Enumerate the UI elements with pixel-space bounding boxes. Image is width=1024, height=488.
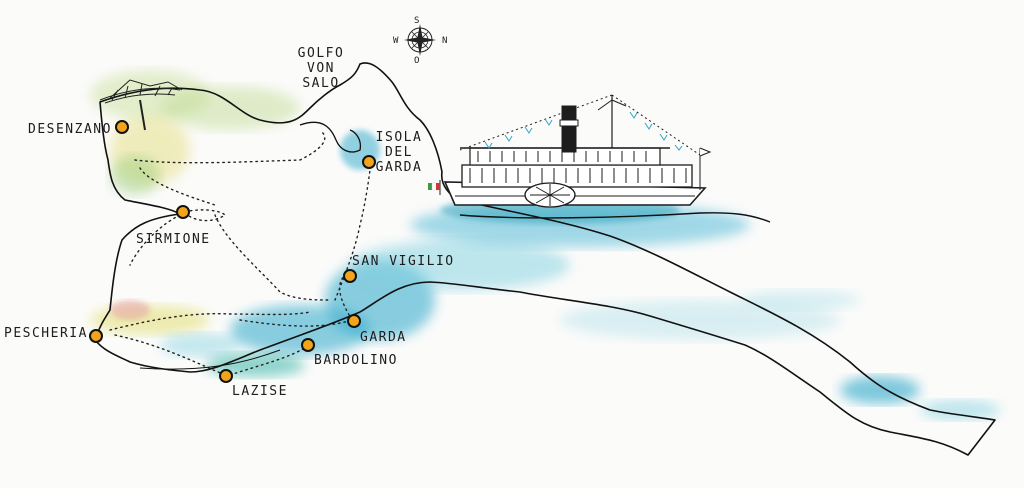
place-label-san-vigilio: SAN VIGILIO <box>352 254 455 269</box>
place-label-desenzano: DESENZANO <box>28 122 112 137</box>
harbor-marker-icon-desenzano <box>115 120 129 134</box>
harbor-marker-icon-pescheria <box>89 329 103 343</box>
southern-shore-line <box>139 349 281 370</box>
place-label-pescheria: PESCHERIA <box>4 326 88 341</box>
watercolor-washes <box>90 70 1000 420</box>
place-label-garda: GARDA <box>360 330 407 345</box>
lake-coastline <box>94 62 996 456</box>
tree-icon <box>99 79 183 131</box>
harbor-marker-icon-san-vigilio <box>343 269 357 283</box>
waterline <box>459 212 771 223</box>
harbor-marker-icon-sirmione <box>176 205 190 219</box>
place-label-sirmione: SIRMIONE <box>136 232 211 247</box>
italian-flag-icon <box>428 180 441 195</box>
bay-outline <box>299 121 362 153</box>
compass-rose-icon <box>404 24 436 56</box>
harbor-marker-icon-garda <box>347 314 361 328</box>
harbor-marker-icon-bardolino <box>301 338 315 352</box>
harbor-marker-icon-lazise <box>219 369 233 383</box>
place-label-golfo-von-salo: GOLFO VON SALO <box>297 46 345 91</box>
compass-letter-left: W <box>393 36 400 46</box>
compass-letter-top: S <box>414 16 421 26</box>
place-label-isola-del-garda: ISOLA DEL GARDA <box>375 130 423 175</box>
place-label-bardolino: BARDOLINO <box>314 353 398 368</box>
harbor-markers <box>89 120 376 383</box>
place-label-lazise: LAZISE <box>232 384 288 399</box>
compass-letter-bottom: O <box>414 56 421 66</box>
harbor-marker-icon-isola <box>362 155 376 169</box>
compass-letter-right: N <box>442 36 449 46</box>
steamboat-icon <box>443 94 712 208</box>
